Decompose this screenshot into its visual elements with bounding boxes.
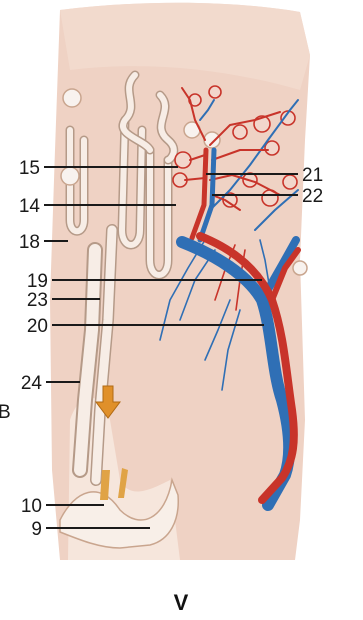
label-10: 10 — [21, 496, 42, 517]
label-20: 20 — [27, 316, 48, 337]
label-15: 15 — [19, 158, 40, 179]
label-19: 19 — [27, 271, 48, 292]
capsule — [204, 132, 220, 148]
label-22: 22 — [302, 186, 323, 207]
label-9: 9 — [31, 519, 42, 540]
label-21: 21 — [302, 165, 323, 186]
label-14: 14 — [19, 196, 41, 217]
label-18: 18 — [19, 232, 40, 253]
edge-letter: B — [0, 402, 11, 423]
label-24: 24 — [21, 373, 43, 394]
capsule — [293, 261, 307, 275]
capsule — [63, 89, 81, 107]
figure-caption: V — [174, 590, 189, 615]
capsule — [61, 167, 79, 185]
label-23: 23 — [27, 290, 48, 311]
